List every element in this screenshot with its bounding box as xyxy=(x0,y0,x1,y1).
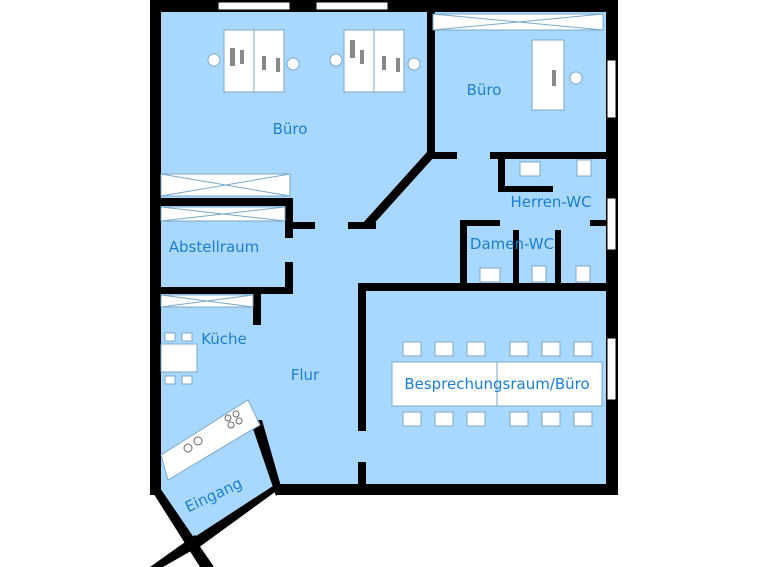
room-label-abstellraum: Abstellraum xyxy=(169,238,260,256)
room-label-flur: Flur xyxy=(291,366,320,384)
chair-icon xyxy=(434,341,454,357)
shelf-icon xyxy=(432,13,604,31)
window-icon xyxy=(606,337,617,401)
room-label-besprechungsraum: Besprechungsraum/Büro xyxy=(404,375,589,393)
chair-icon xyxy=(402,341,422,357)
interior-walls xyxy=(155,12,607,490)
window-icon xyxy=(606,59,617,119)
chair-icon xyxy=(466,411,486,427)
room-label-kueche: Küche xyxy=(201,330,247,348)
desk-group-left-2 xyxy=(329,29,421,93)
chair-icon xyxy=(402,411,422,427)
chair-icon xyxy=(569,71,583,85)
kitchen-fixtures xyxy=(160,332,261,481)
chair-icon xyxy=(407,57,421,71)
desk-icon xyxy=(531,39,565,111)
chair-icon xyxy=(181,375,193,385)
chair-icon xyxy=(164,375,176,385)
chair-icon xyxy=(329,53,343,67)
shelves xyxy=(160,13,604,308)
shelf-icon xyxy=(160,294,254,308)
sink-icon xyxy=(193,436,203,446)
chair-icon xyxy=(207,53,221,67)
chair-icon xyxy=(181,332,193,342)
chair-icon xyxy=(541,341,561,357)
chair-icon xyxy=(509,341,529,357)
window-icon xyxy=(606,197,617,251)
chair-icon xyxy=(466,341,486,357)
chair-icon xyxy=(573,411,593,427)
room-label-buero-left: Büro xyxy=(273,120,308,138)
desk-group-left-1 xyxy=(207,29,300,93)
herren-wc-fixtures xyxy=(519,159,592,177)
top-windows xyxy=(217,1,389,11)
right-windows xyxy=(606,59,617,401)
room-label-damen-wc: Damen-WC xyxy=(470,235,554,253)
window-icon xyxy=(217,1,291,11)
chair-icon xyxy=(541,411,561,427)
toilet-icon xyxy=(576,159,592,177)
shelf-icon xyxy=(160,206,286,222)
meeting-chairs xyxy=(402,341,593,427)
chair-icon xyxy=(573,341,593,357)
meeting-table xyxy=(391,361,603,407)
sink-icon xyxy=(183,443,193,453)
damen-wc-fixtures xyxy=(479,265,591,283)
floor-area xyxy=(155,5,612,545)
stove-icon xyxy=(224,410,243,429)
chair-icon xyxy=(434,411,454,427)
room-label-herren-wc: Herren-WC xyxy=(510,193,591,211)
kitchen-counter xyxy=(160,399,261,481)
chair-icon xyxy=(164,332,176,342)
toilet-icon xyxy=(575,265,591,283)
chair-icon xyxy=(509,411,529,427)
kitchen-table xyxy=(160,343,198,373)
toilet-icon xyxy=(531,265,547,283)
shelf-icon xyxy=(160,173,291,197)
desk-group-right xyxy=(531,39,583,111)
room-label-buero-right: Büro xyxy=(467,81,502,99)
chair-icon xyxy=(286,57,300,71)
window-icon xyxy=(315,1,389,11)
sink-icon xyxy=(519,161,541,177)
sink-icon xyxy=(479,267,501,283)
